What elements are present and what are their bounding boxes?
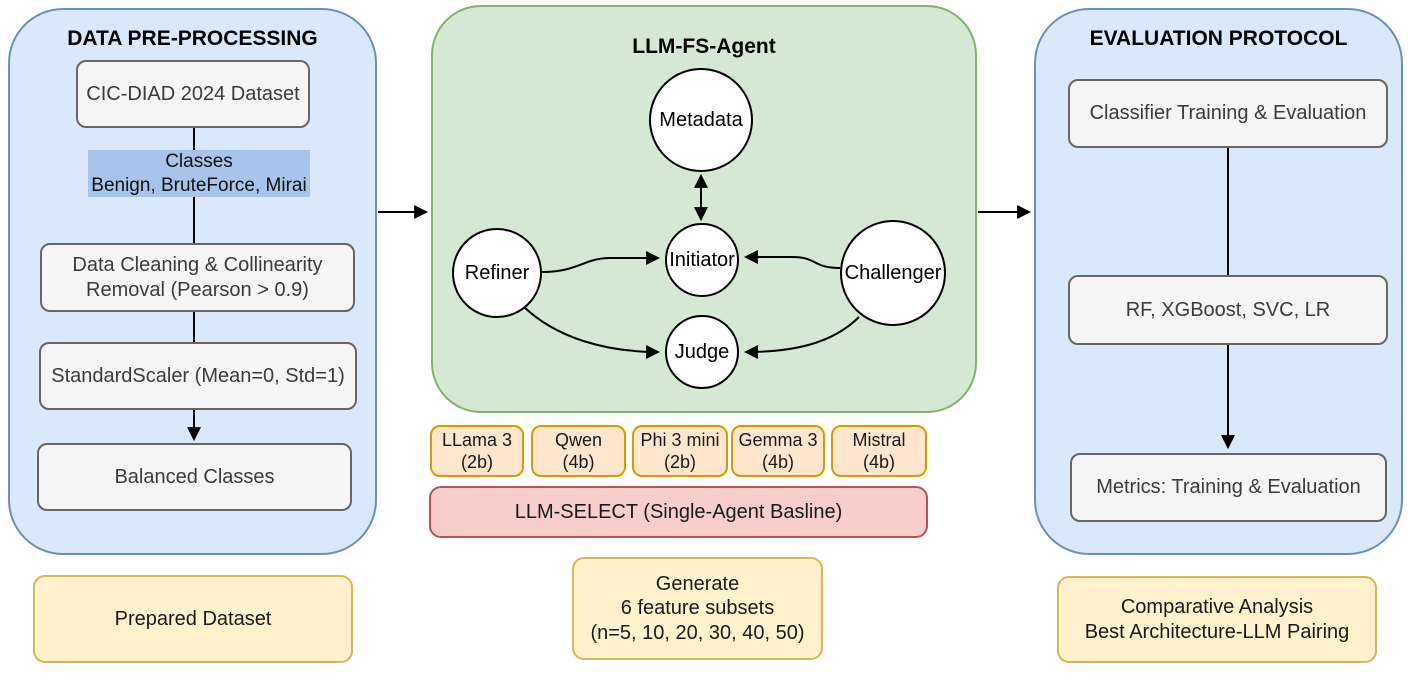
- metrics-box: Metrics: Training & Evaluation: [1070, 453, 1387, 522]
- classifier-training-box: Classifier Training & Evaluation: [1068, 79, 1388, 148]
- initiator-node: Initiator: [665, 223, 739, 297]
- arrow-challenger-to-initiator: [743, 250, 841, 269]
- dataset-box: CIC-DIAD 2024 Dataset: [76, 60, 310, 128]
- balanced-classes-box: Balanced Classes: [37, 443, 352, 511]
- challenger-node: Challenger: [840, 220, 946, 326]
- arrow-refiner-to-initiator: [541, 251, 661, 273]
- models-box: RF, XGBoost, SVC, LR: [1068, 275, 1388, 345]
- scaler-box: StandardScaler (Mean=0, Std=1): [39, 342, 357, 410]
- agent-title: LLM-FS-Agent: [632, 35, 776, 58]
- arrow-challenger-to-judge: [743, 316, 860, 359]
- cleaning-box: Data Cleaning & Collinearity Removal (Pe…: [40, 243, 355, 312]
- classes-label: Classes Benign, BruteForce, Mirai: [88, 150, 310, 197]
- refiner-node: Refiner: [452, 228, 542, 318]
- arrow-refiner-to-judge: [522, 305, 661, 359]
- llm-box-llama3: LLama 3 (2b): [430, 425, 524, 477]
- llm-box-qwen: Qwen (4b): [531, 425, 626, 477]
- prepared-dataset-box: Prepared Dataset: [33, 575, 353, 663]
- judge-node: Judge: [665, 315, 739, 389]
- llm-box-gemma3: Gemma 3 (4b): [731, 425, 825, 477]
- comparative-analysis-box: Comparative Analysis Best Architecture-L…: [1057, 576, 1377, 663]
- evaluation-title: EVALUATION PROTOCOL: [1089, 27, 1348, 50]
- preprocessing-title: DATA PRE-PROCESSING: [67, 27, 318, 50]
- llm-box-phi3mini: Phi 3 mini (2b): [632, 425, 728, 477]
- llm-select-baseline-box: LLM-SELECT (Single-Agent Basline): [429, 486, 928, 538]
- llm-box-mistral: Mistral (4b): [831, 425, 927, 477]
- metadata-node: Metadata: [649, 68, 753, 172]
- generate-subsets-box: Generate 6 feature subsets (n=5, 10, 20,…: [572, 557, 823, 660]
